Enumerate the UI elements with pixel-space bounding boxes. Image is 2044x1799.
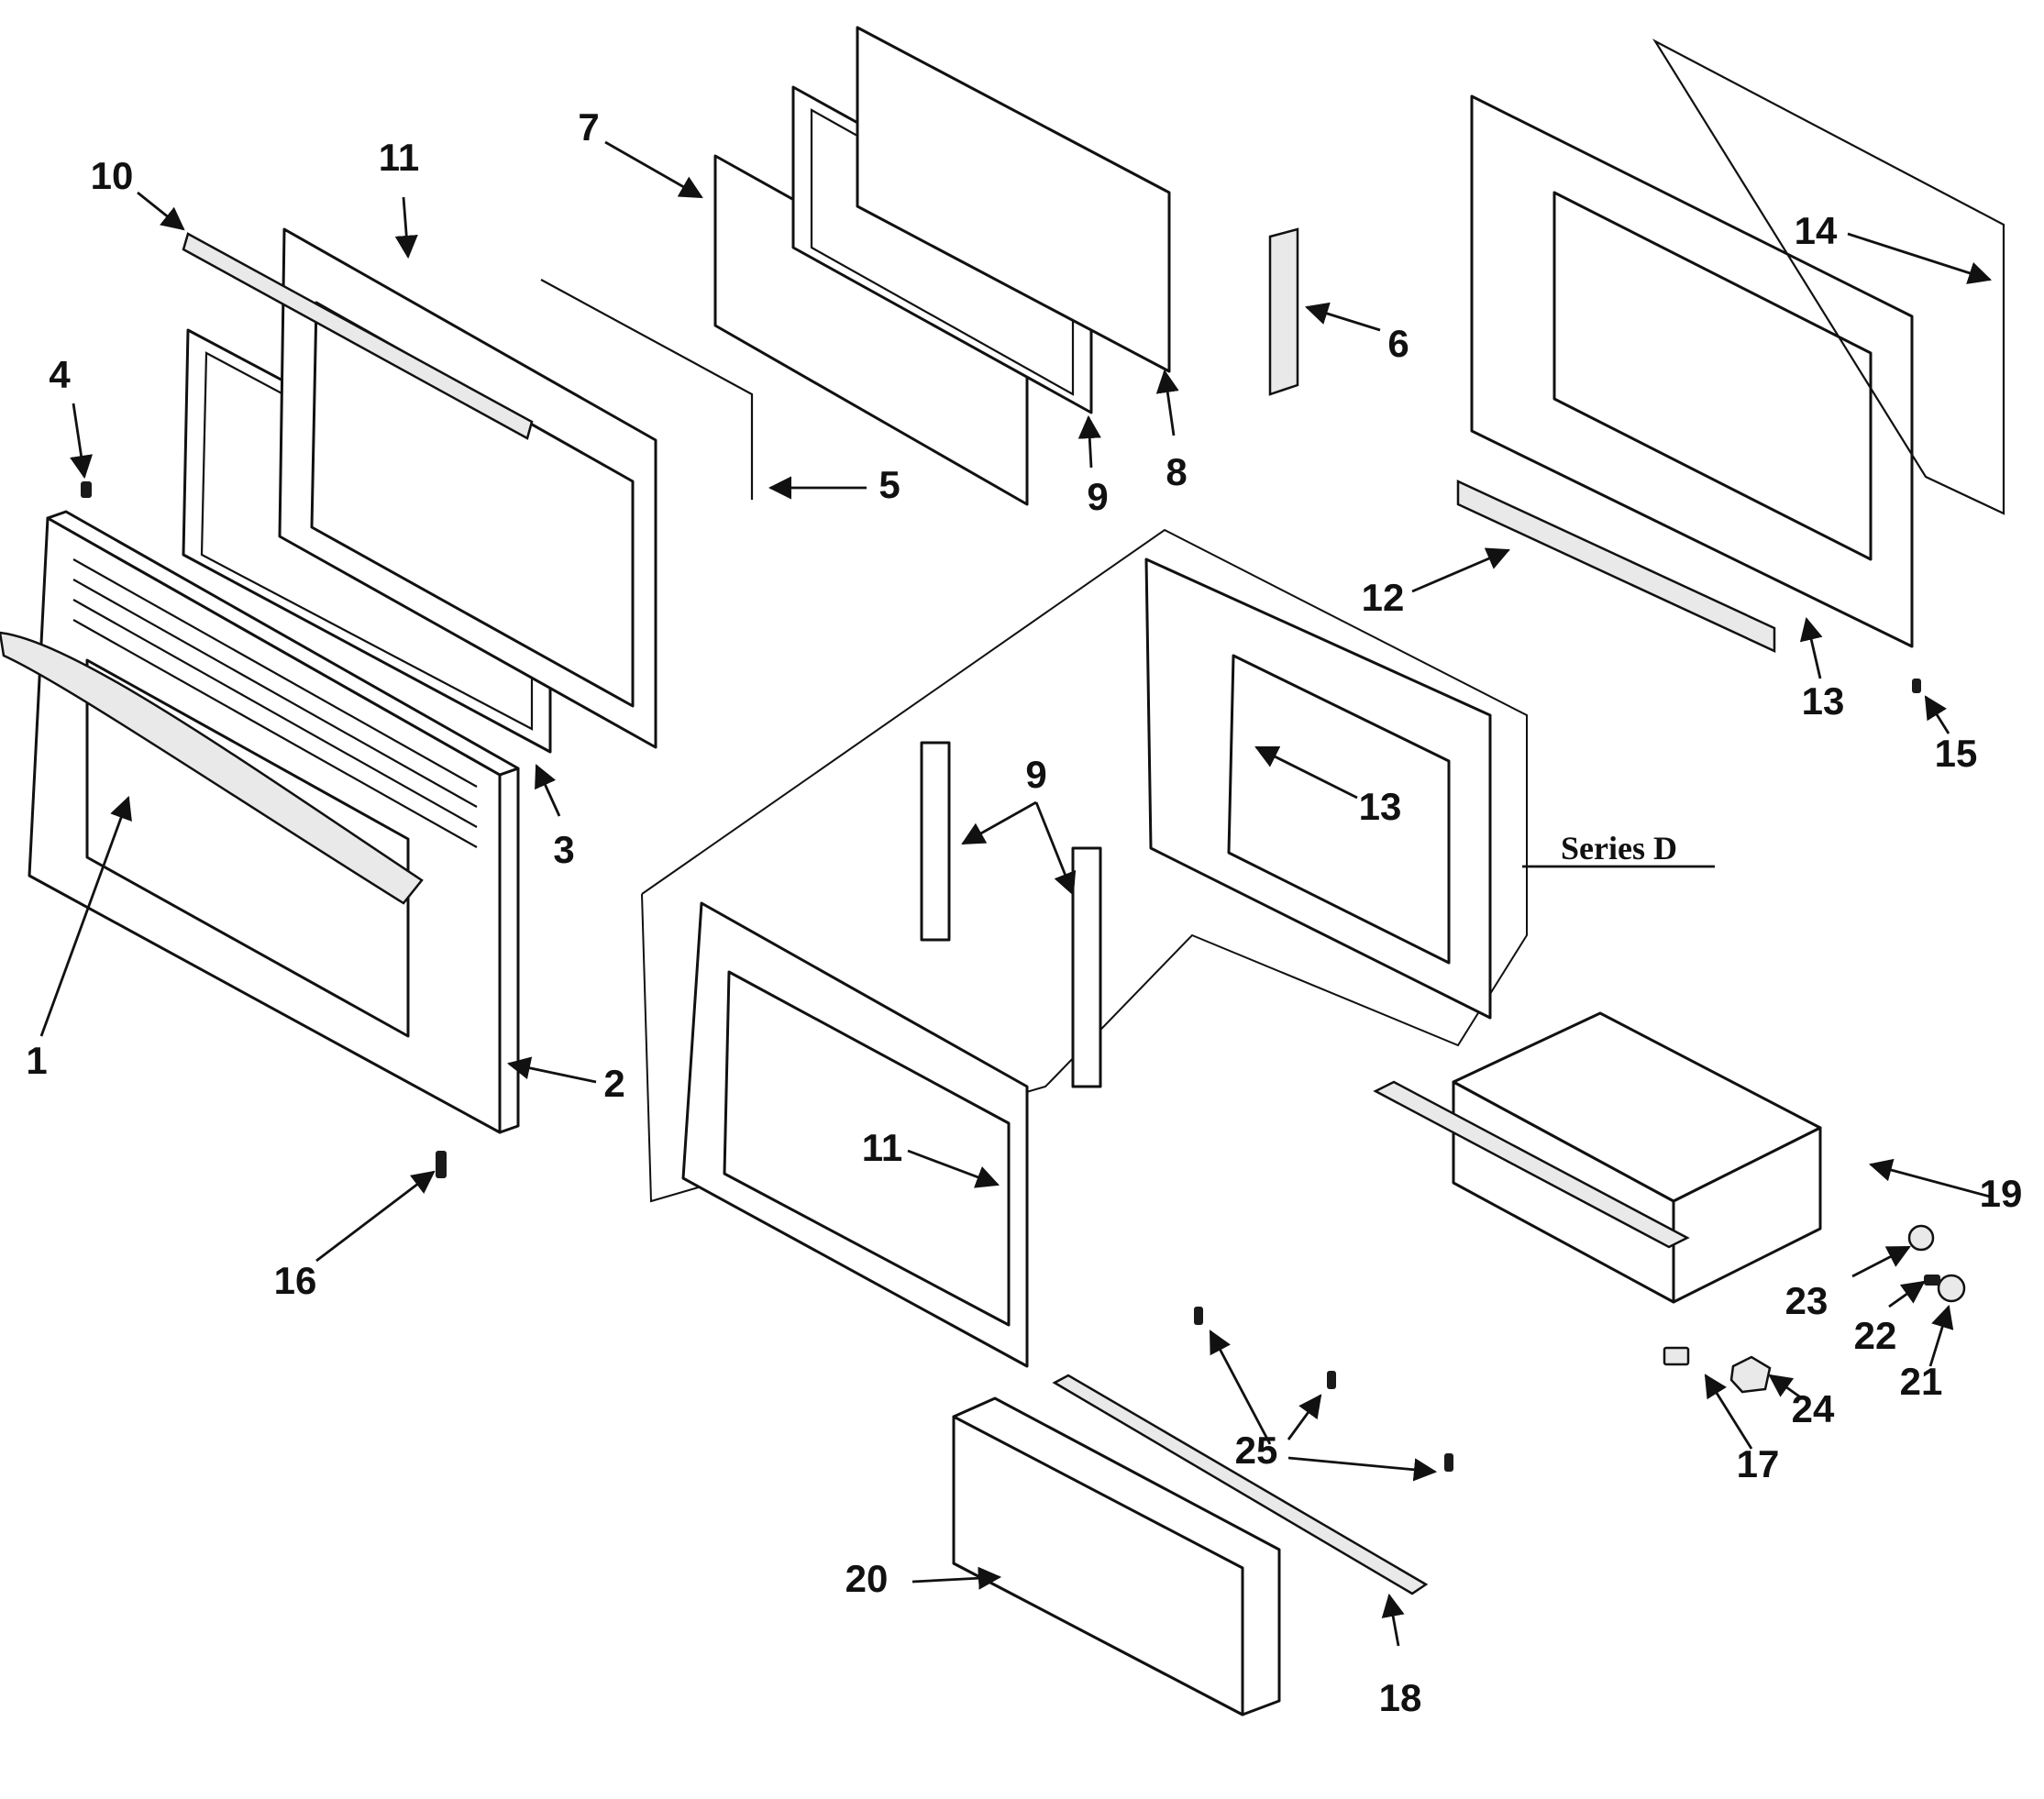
part-bottom-trim	[1456, 480, 1776, 653]
leader-lines	[39, 140, 1992, 1647]
callout-18: 18	[1379, 1676, 1422, 1719]
callout-21: 21	[1900, 1360, 1943, 1403]
callout-8: 8	[1166, 450, 1187, 493]
part-hinge-bracket	[1268, 227, 1299, 396]
callout-12: 12	[1362, 576, 1405, 619]
callout-13-inset: 13	[1359, 785, 1402, 828]
callout-5: 5	[878, 463, 900, 506]
part-series-d-door	[1144, 557, 1492, 1020]
part-screw-4	[81, 481, 92, 498]
callout-2: 2	[603, 1062, 624, 1105]
part-knob-21	[1937, 1274, 1966, 1303]
callout-11-top: 11	[379, 136, 419, 179]
part-hinge-channel-left	[920, 741, 951, 942]
callout-13-top: 13	[1802, 679, 1845, 723]
callout-23: 23	[1785, 1279, 1829, 1322]
callout-labels: 1 2 3 4 5 6 7 8 9 9 10 11 11 12 13 13 14…	[26, 105, 2022, 1719]
part-screw-25c	[1444, 1453, 1453, 1472]
part-oven-gasket	[1652, 39, 2005, 515]
part-series-d-liner	[681, 901, 1029, 1368]
callout-16: 16	[274, 1259, 317, 1302]
part-nut-24	[1729, 1355, 1772, 1394]
part-bumper-22	[1924, 1275, 1940, 1286]
part-oven-frame	[1470, 94, 1914, 648]
callout-22: 22	[1854, 1314, 1897, 1357]
part-screw-25b	[1327, 1371, 1336, 1389]
callout-3: 3	[553, 828, 574, 871]
part-top-trim	[182, 232, 534, 440]
part-clip-17	[1663, 1346, 1690, 1366]
callout-1: 1	[26, 1039, 47, 1082]
callout-4: 4	[49, 353, 71, 396]
part-drawer-front	[952, 1396, 1281, 1716]
series-d-label: Series D	[1561, 830, 1677, 866]
callout-19: 19	[1980, 1172, 2023, 1215]
part-drawer-trim	[1052, 1374, 1429, 1595]
part-glide-23	[1907, 1224, 1935, 1252]
part-door-liner-frame	[278, 227, 657, 749]
part-wire-gasket	[540, 279, 754, 500]
part-screw-25a	[1194, 1307, 1203, 1325]
vent-slots	[72, 558, 478, 848]
part-hinge-channel-right	[1071, 846, 1102, 1088]
part-screw-16	[436, 1151, 447, 1178]
callout-14: 14	[1795, 209, 1838, 252]
callout-15: 15	[1935, 732, 1978, 775]
callout-9-top: 9	[1087, 475, 1108, 518]
callout-25: 25	[1235, 1429, 1278, 1472]
callout-7: 7	[578, 105, 599, 149]
part-door-handle	[0, 631, 424, 905]
callout-9-inset: 9	[1025, 753, 1046, 796]
callout-24: 24	[1792, 1387, 1835, 1430]
callout-11-inset: 11	[862, 1126, 902, 1169]
callout-10: 10	[91, 154, 134, 197]
part-screw-15	[1912, 679, 1921, 693]
callout-17: 17	[1737, 1442, 1780, 1485]
callout-20: 20	[845, 1557, 889, 1600]
part-drawer	[1373, 1011, 1822, 1304]
callout-6: 6	[1387, 322, 1409, 365]
